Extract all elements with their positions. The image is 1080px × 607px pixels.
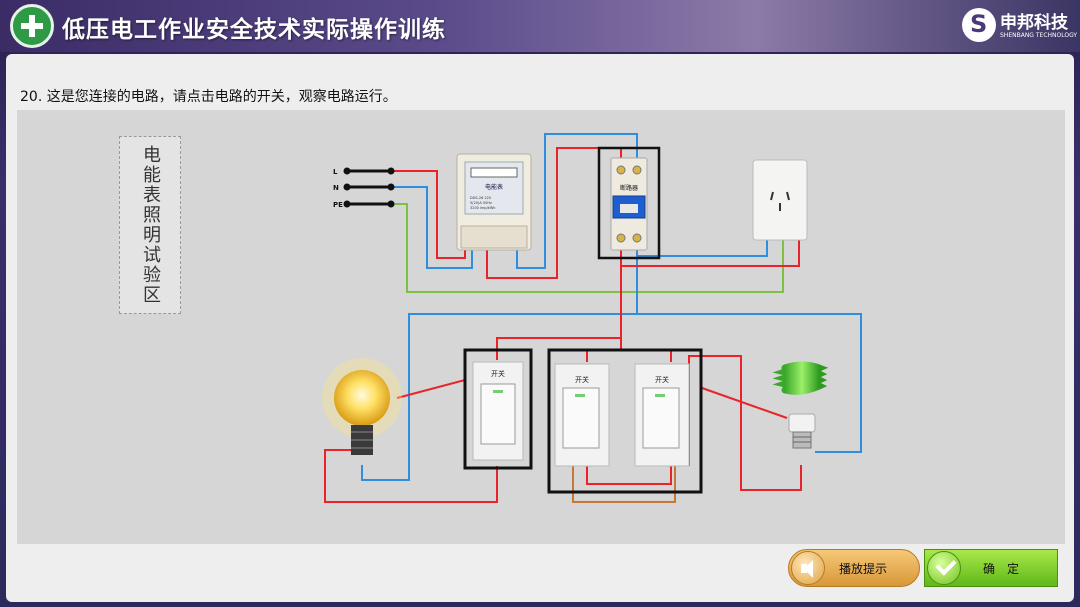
- brand-subtitle: SHENBANG TECHNOLOGY: [1000, 32, 1078, 39]
- question-text: 20. 这是您连接的电路，请点击电路的开关，观察电路运行。: [20, 89, 397, 105]
- switch-3-label: 开关: [655, 375, 669, 384]
- energy-saving-bulb: [772, 361, 829, 449]
- breaker-label: 断路器: [620, 184, 638, 192]
- safety-cross-logo: [10, 4, 54, 48]
- power-terminals: L N PE: [333, 167, 395, 209]
- traveler-wires: [572, 466, 676, 503]
- brand-mark-icon: [962, 8, 996, 42]
- terminal-pe-label: PE: [333, 201, 343, 209]
- neutral-wires: [361, 133, 862, 481]
- circuit-canvas: 电能表照明试验区: [17, 110, 1065, 544]
- svg-text:DDS-26 220: DDS-26 220: [470, 196, 491, 200]
- ground-wires: [391, 203, 784, 293]
- switch-1-label: 开关: [491, 369, 505, 378]
- double-switch[interactable]: 开关 开关: [547, 348, 703, 494]
- terminal-l-label: L: [333, 168, 338, 176]
- terminal-n-label: N: [333, 184, 339, 192]
- energy-meter: 电能表 DDS-26 220 5(20)A 50Hz 3200 imp/kWh: [456, 153, 532, 251]
- incandescent-bulb: [322, 358, 402, 455]
- question-panel: 20. 这是您连接的电路，请点击电路的开关，观察电路运行。 电能表照明试验区: [6, 54, 1074, 602]
- zone-label: 电能表照明试验区: [119, 136, 181, 314]
- live-wires: [324, 147, 802, 503]
- play-hint-button[interactable]: 播放提示: [788, 549, 920, 587]
- brand-name: 申邦科技: [1000, 13, 1068, 33]
- switch-2-label: 开关: [575, 375, 589, 384]
- meter-label: 电能表: [485, 183, 503, 191]
- svg-text:3200 imp/kWh: 3200 imp/kWh: [470, 206, 496, 210]
- speaker-icon: [791, 551, 825, 585]
- title-bar: 低压电工作业安全技术实际操作训练 申邦科技 SHENBANG TECHNOLOG…: [0, 0, 1080, 52]
- svg-text:5(20)A 50Hz: 5(20)A 50Hz: [470, 201, 492, 205]
- confirm-button[interactable]: 确定: [924, 549, 1058, 587]
- single-switch[interactable]: 开关: [463, 348, 533, 470]
- circuit-breaker[interactable]: 断路器: [597, 146, 661, 260]
- wall-socket: [752, 159, 808, 241]
- checkmark-icon: [927, 551, 961, 585]
- brand-logo: 申邦科技 SHENBANG TECHNOLOGY: [962, 6, 1078, 46]
- circuit-diagram: L N PE 电能表 DDS-26 220 5(20)A 50Hz 3200 i…: [322, 133, 862, 503]
- app-title: 低压电工作业安全技术实际操作训练: [62, 16, 446, 43]
